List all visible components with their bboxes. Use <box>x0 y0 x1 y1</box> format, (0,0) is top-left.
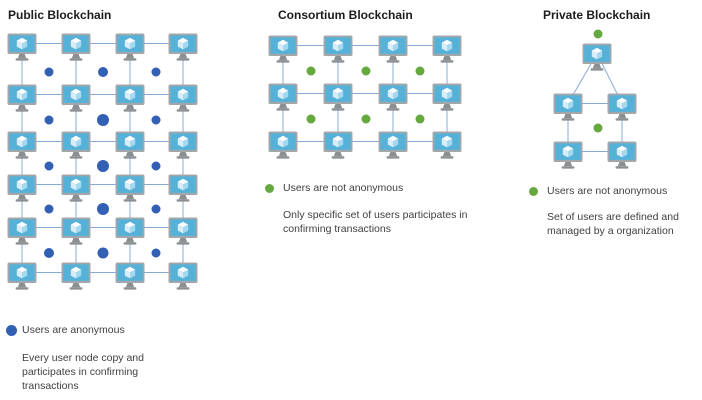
consortium-legend-description: Only specific set of users participates … <box>283 209 468 235</box>
user-dot <box>415 66 425 76</box>
user-dot <box>44 115 54 125</box>
monitor-node <box>7 84 37 112</box>
monitor-node <box>553 93 583 121</box>
user-dot <box>97 160 109 172</box>
consortium-network <box>268 35 462 159</box>
user-dot <box>44 204 54 214</box>
user-dot <box>151 161 161 171</box>
consortium-legend-user-dot <box>265 184 274 193</box>
monitor-node <box>168 174 198 202</box>
monitor-node <box>115 262 145 290</box>
monitor-node <box>168 84 198 112</box>
monitor-node <box>432 131 462 159</box>
monitor-node <box>553 141 583 169</box>
monitor-node <box>7 217 37 245</box>
section-title-consortium: Consortium Blockchain <box>278 8 413 22</box>
monitor-node <box>378 131 408 159</box>
monitor-node <box>378 35 408 63</box>
user-dot <box>306 66 316 76</box>
monitor-node <box>378 83 408 111</box>
monitor-node <box>115 217 145 245</box>
monitor-node <box>323 35 353 63</box>
monitor-node <box>7 174 37 202</box>
monitor-node <box>168 217 198 245</box>
monitor-node <box>432 35 462 63</box>
monitor-node <box>61 262 91 290</box>
user-dot <box>97 203 109 215</box>
user-dot <box>98 67 108 77</box>
private-legend-user-dot <box>529 187 538 196</box>
monitor-node <box>61 84 91 112</box>
private-legend-description: Set of users are defined and managed by … <box>547 211 679 237</box>
user-dot <box>151 248 161 258</box>
monitor-node <box>61 174 91 202</box>
public-legend-user-dot <box>6 325 17 336</box>
user-dot <box>97 247 109 259</box>
monitor-node <box>115 174 145 202</box>
monitor-node <box>268 83 298 111</box>
monitor-node <box>607 141 637 169</box>
monitor-node <box>607 93 637 121</box>
user-dot <box>44 67 54 77</box>
monitor-node <box>115 131 145 159</box>
user-dot <box>44 248 54 258</box>
user-dot <box>44 161 54 171</box>
monitor-node <box>168 131 198 159</box>
monitor-node <box>115 33 145 61</box>
private-network <box>553 29 637 169</box>
section-title-private: Private Blockchain <box>543 8 651 22</box>
user-dot <box>415 114 425 124</box>
monitor-node <box>268 131 298 159</box>
monitor-node <box>115 84 145 112</box>
user-dot <box>593 123 603 133</box>
user-dot <box>361 66 371 76</box>
monitor-node <box>61 33 91 61</box>
monitor-node <box>7 262 37 290</box>
monitor-node <box>7 131 37 159</box>
monitor-node <box>168 33 198 61</box>
public-legend-description: Every user node copy and participates in… <box>22 352 144 392</box>
user-dot <box>151 204 161 214</box>
private-legend-label: Users are not anonymous <box>547 185 668 197</box>
monitor-node <box>168 262 198 290</box>
user-dot <box>151 67 161 77</box>
user-dot <box>151 115 161 125</box>
monitor-node <box>61 131 91 159</box>
monitor-node <box>323 83 353 111</box>
monitor-node <box>582 43 612 71</box>
monitor-node <box>61 217 91 245</box>
user-dot <box>593 29 603 39</box>
monitor-node <box>432 83 462 111</box>
user-dot <box>306 114 316 124</box>
consortium-legend-label: Users are not anonymous <box>283 182 404 194</box>
monitor-node <box>268 35 298 63</box>
monitor-node <box>7 33 37 61</box>
section-title-public: Public Blockchain <box>8 8 112 22</box>
user-dot <box>361 114 371 124</box>
monitor-node <box>323 131 353 159</box>
public-network <box>7 33 198 290</box>
public-legend-label: Users are anonymous <box>22 324 125 336</box>
user-dot <box>97 114 109 126</box>
